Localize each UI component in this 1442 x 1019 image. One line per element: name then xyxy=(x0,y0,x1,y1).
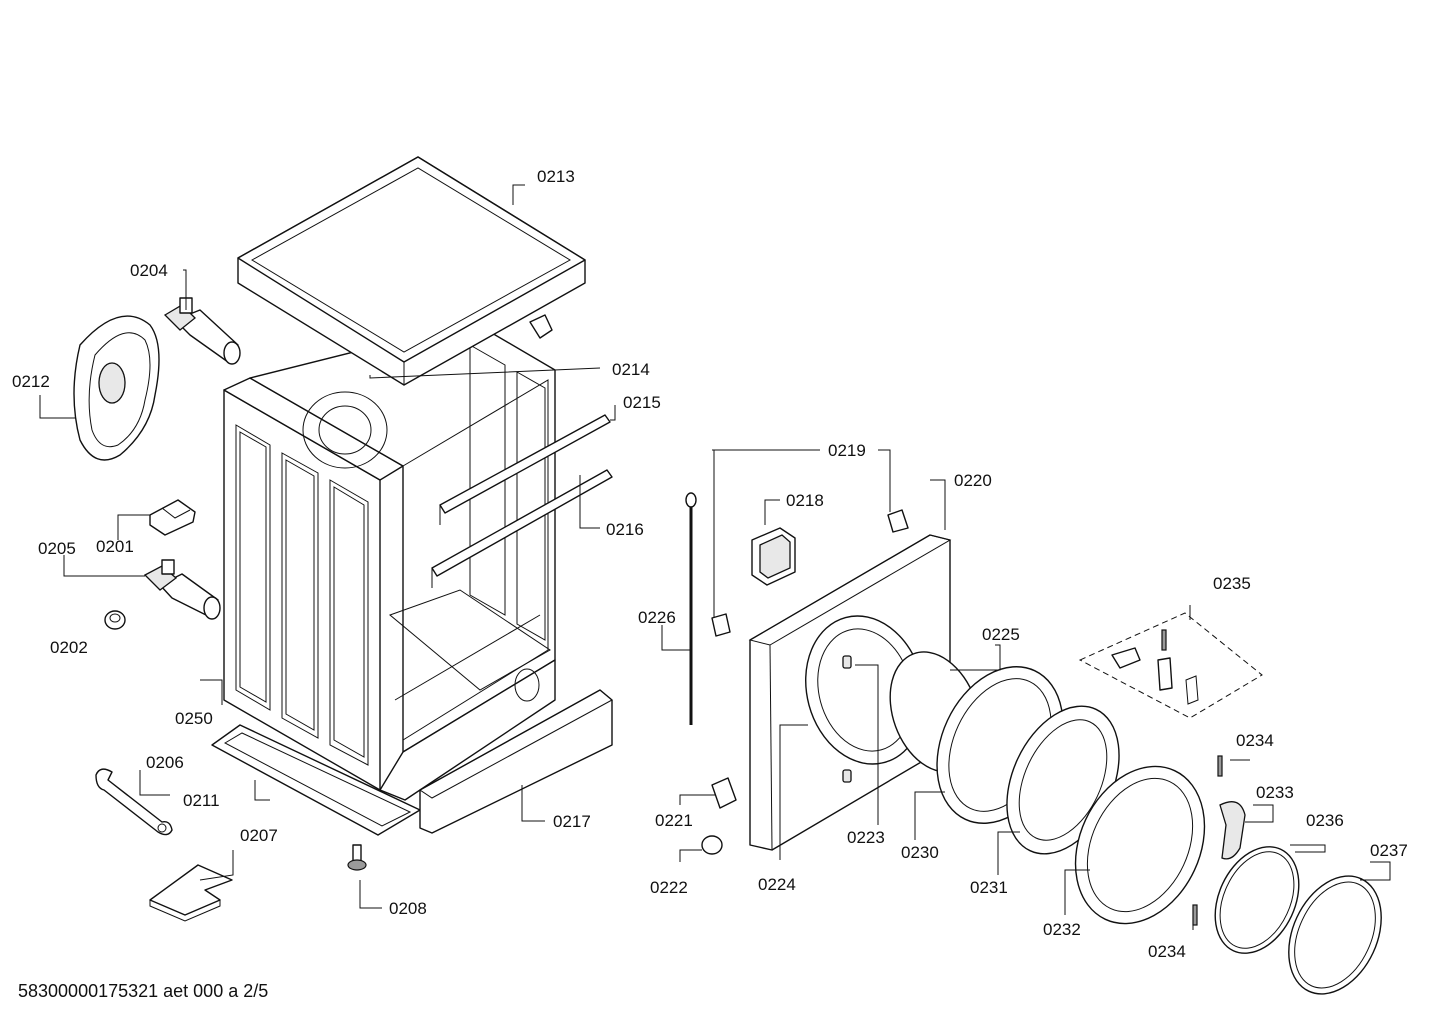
foot-0208 xyxy=(347,844,367,871)
door-rod-0226 xyxy=(685,492,697,725)
callout-0222: 0222 xyxy=(650,878,688,897)
callout-0237: 0237 xyxy=(1370,841,1408,860)
pin-0234-a xyxy=(1217,755,1223,777)
callout-0217: 0217 xyxy=(553,812,591,831)
callout-0234-top: 0234 xyxy=(1236,731,1274,750)
latch-0221 xyxy=(711,777,737,809)
callout-0235: 0235 xyxy=(1213,574,1251,593)
callout-0215: 0215 xyxy=(623,393,661,412)
callout-0212: 0212 xyxy=(12,372,50,391)
callout-0223: 0223 xyxy=(847,828,885,847)
callout-0204: 0204 xyxy=(130,261,168,280)
callout-0234-bottom: 0234 xyxy=(1148,942,1186,961)
outer-ring-0237 xyxy=(1288,875,1382,995)
inlet-valve-0204 xyxy=(163,297,241,365)
callout-labels: 0213 0204 0214 0212 0215 0219 0220 0218 … xyxy=(12,167,1408,961)
callout-0205: 0205 xyxy=(38,539,76,558)
cap-0202 xyxy=(104,610,126,630)
callout-0231: 0231 xyxy=(970,878,1008,897)
door-frame-0232 xyxy=(1074,765,1206,925)
control-module-0218 xyxy=(751,527,796,586)
callout-0221: 0221 xyxy=(655,811,693,830)
inner-ring-0236 xyxy=(1214,846,1300,954)
callout-0224: 0224 xyxy=(758,875,796,894)
document-id: 58300000175321 aet 000 a 2/5 xyxy=(18,981,269,1001)
callout-0208: 0208 xyxy=(389,899,427,918)
callout-0230: 0230 xyxy=(901,843,939,862)
front-panel-0220 xyxy=(748,534,952,851)
callout-0216: 0216 xyxy=(606,520,644,539)
shim-plate-0207 xyxy=(149,864,233,922)
callout-0207: 0207 xyxy=(240,826,278,845)
plinth-0217 xyxy=(419,689,613,834)
callout-0233: 0233 xyxy=(1256,783,1294,802)
callout-0225: 0225 xyxy=(982,625,1020,644)
inlet-valve-0205 xyxy=(143,559,221,620)
cap-0222 xyxy=(701,835,723,855)
callout-0214: 0214 xyxy=(612,360,650,379)
clip-0201 xyxy=(149,499,196,536)
cabinet-housing-0250 xyxy=(223,321,556,801)
callout-0218: 0218 xyxy=(786,491,824,510)
hinge-kit-0235 xyxy=(1078,612,1263,719)
rail-0216 xyxy=(431,469,613,588)
callout-0202: 0202 xyxy=(50,638,88,657)
leader-lines xyxy=(39,184,1391,930)
handle-0233 xyxy=(1219,801,1246,860)
callout-0206: 0206 xyxy=(146,753,184,772)
callout-0236: 0236 xyxy=(1306,811,1344,830)
callout-0211: 0211 xyxy=(183,791,220,810)
wrench-0206 xyxy=(95,768,173,836)
hook-part-near-0214 xyxy=(529,314,553,339)
callout-0213: 0213 xyxy=(537,167,575,186)
rail-0215 xyxy=(439,414,611,525)
callout-0201: 0201 xyxy=(96,537,134,556)
rear-cover-0212 xyxy=(73,315,160,461)
top-lid-0213 xyxy=(237,156,586,386)
callout-0219: 0219 xyxy=(828,441,866,460)
callout-0232: 0232 xyxy=(1043,920,1081,939)
callout-0220: 0220 xyxy=(954,471,992,490)
callout-0226: 0226 xyxy=(638,608,676,627)
callout-0250: 0250 xyxy=(175,709,213,728)
hinge-clip-0219 xyxy=(711,509,909,637)
pin-0234-b xyxy=(1192,904,1198,926)
